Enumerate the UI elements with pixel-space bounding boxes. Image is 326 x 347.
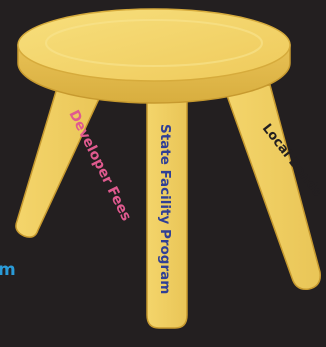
stool-seat xyxy=(18,9,290,103)
leg-developer-fees: Developer Fees xyxy=(16,88,134,237)
stool-legs: Developer Fees State Facility Program Lo… xyxy=(16,85,325,328)
leg-label-developer-fees: Developer Fees xyxy=(65,108,134,224)
cut-off-text: m xyxy=(0,260,16,280)
leg-local-bonds: Local Bonds xyxy=(225,85,325,289)
leg-label-state-facility-program: State Facility Program xyxy=(157,124,173,294)
leg-state-facility-program: State Facility Program xyxy=(147,95,187,328)
